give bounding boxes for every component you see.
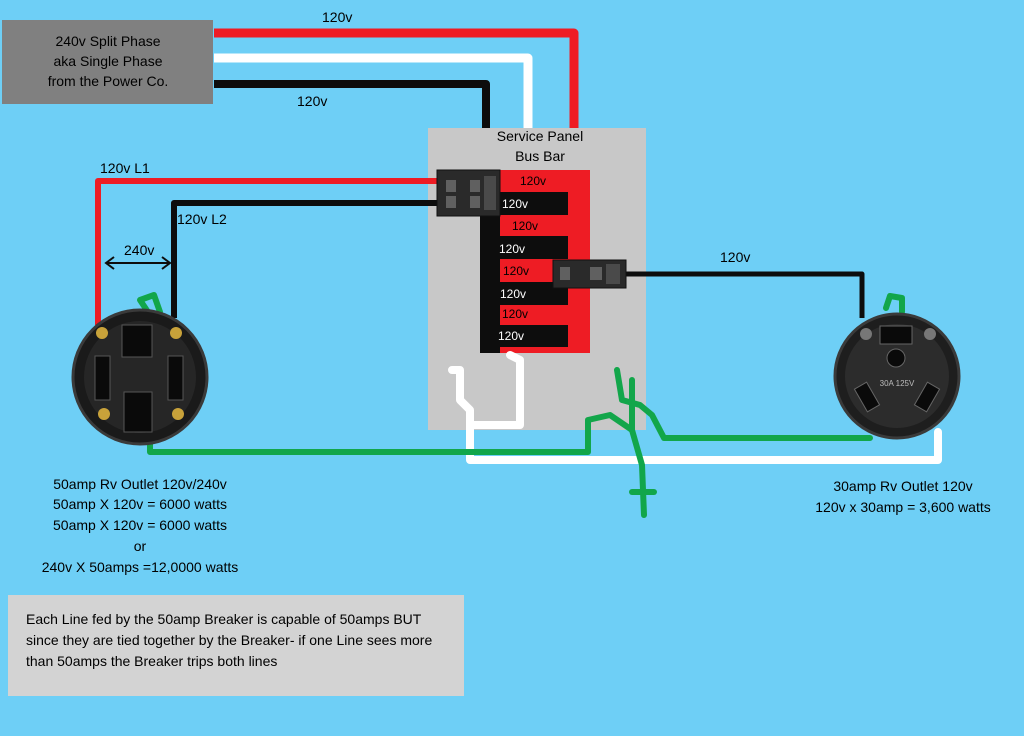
ground-wires — [137, 292, 905, 518]
outlet-50amp — [71, 308, 209, 446]
bus-slot-label: 120v — [503, 264, 529, 278]
outlet-50-line: 50amp X 120v = 6000 watts — [53, 517, 227, 533]
left-branch-wires — [95, 178, 440, 325]
bus-slot-label: 120v — [499, 242, 525, 256]
voltage-240v-label: 240v — [124, 242, 154, 258]
note-line-2: since they are tied together by the Brea… — [26, 632, 433, 648]
breaker-50amp — [436, 169, 501, 217]
l2-black-wire — [171, 200, 440, 318]
outlet-30-line-1: 30amp Rv Outlet 120v — [833, 478, 972, 494]
outlet-30amp: 30A 125V — [833, 312, 961, 440]
outlet-50-line: 50amp X 120v = 6000 watts — [53, 496, 227, 512]
bus-slot-label: 120v — [512, 219, 538, 233]
outlet-30-line-2: 120v x 30amp = 3,600 watts — [815, 499, 991, 515]
l1-red-wire — [95, 178, 440, 325]
bus-slot-label: 120v — [502, 307, 528, 321]
bus-slot-label: 120v — [498, 329, 524, 343]
feed-black-wire — [214, 80, 490, 128]
outlet-50-line: or — [134, 538, 147, 554]
feed-red-wire — [214, 28, 579, 128]
breaker-30amp — [552, 259, 627, 289]
feed-white-wire — [214, 53, 533, 128]
source-line-3: from the Power Co. — [48, 73, 169, 89]
note-line-1: Each Line fed by the 50amp Breaker is ca… — [26, 611, 422, 627]
source-line-2: aka Single Phase — [54, 53, 163, 69]
bus-slot-label: 120v — [500, 287, 526, 301]
l2-label: 120v L2 — [177, 211, 227, 227]
panel-subtitle: Bus Bar — [515, 148, 565, 164]
right-black-wire — [618, 271, 865, 318]
power-source-box: 240v Split Phase aka Single Phase from t… — [2, 20, 213, 104]
main-feed-wires — [214, 28, 579, 128]
right-wire-label: 120v — [720, 249, 750, 265]
outlet-30-description: 30amp Rv Outlet 120v 120v x 30amp = 3,60… — [815, 478, 991, 515]
outlet-30-face-text: 30A 125V — [880, 379, 915, 388]
bus-slot-label: 120v — [502, 197, 528, 211]
outlet-50-line: 240v X 50amps =12,0000 watts — [42, 559, 239, 575]
source-line-1: 240v Split Phase — [55, 33, 160, 49]
top-black-wire-label: 120v — [297, 93, 327, 109]
l1-label: 120v L1 — [100, 160, 150, 176]
panel-title: Service Panel — [497, 128, 583, 144]
outlet-50-line: 50amp Rv Outlet 120v/240v — [53, 476, 227, 492]
breaker-note: Each Line fed by the 50amp Breaker is ca… — [8, 595, 464, 696]
neutral-wires — [448, 351, 942, 464]
outlet-50-description: 50amp Rv Outlet 120v/240v 50amp X 120v =… — [42, 476, 239, 575]
top-red-wire-label: 120v — [322, 9, 352, 25]
voltage-arrow-240v — [104, 256, 172, 270]
note-line-3: than 50amps the Breaker trips both lines — [26, 653, 278, 669]
bus-slot-label: 120v — [520, 174, 546, 188]
